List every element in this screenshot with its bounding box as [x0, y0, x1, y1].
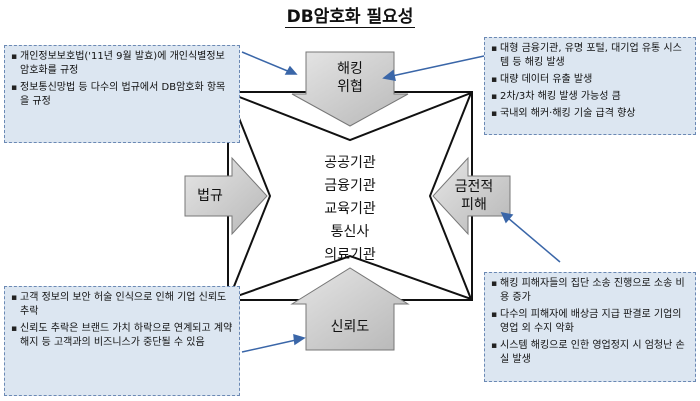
arrow-label-trust: 신뢰도: [330, 319, 370, 335]
center-institutions: 공공기관 금융기관 교육기관 통신사 의료기관: [270, 152, 430, 267]
box-financial-damage: 해킹 피해자들의 집단 소송 진행으로 소송 비용 증가 다수의 피해자에 배상…: [484, 272, 696, 382]
box-item: 개인정보보호법('11년 9월 발효)에 개인식별정보 암호화를 규정: [11, 50, 234, 78]
box-item: 신뢰도 추락은 브랜드 가치 하락으로 연계되고 계약 해지 등 고객과의 비즈…: [11, 322, 234, 350]
connector-bottom-right-head: [500, 211, 514, 224]
arrow-label-regulation: 법규: [197, 188, 223, 204]
box-item: 대형 금융기관, 유명 포털, 대기업 유통 시스템 등 해킹 발생: [491, 42, 690, 70]
arrow-top: [291, 51, 409, 127]
box-item: 해킹 피해자들의 집단 소송 진행으로 소송 비용 증가: [491, 277, 690, 305]
connector-bottom-right: [507, 217, 561, 263]
center-item: 금융기관: [324, 178, 376, 194]
diagram-title: DB암호화 필요성: [284, 7, 416, 28]
arrow-label-financial-damage: 금전적 피해: [454, 179, 494, 213]
connector-bottom-left-head: [293, 333, 306, 346]
arrow-label-hacking: 해킹 위협: [337, 61, 363, 95]
center-item: 의료기관: [324, 247, 376, 263]
connector-top-left: [241, 51, 291, 73]
center-item: 공공기관: [324, 155, 376, 171]
connector-top-right: [391, 55, 485, 77]
box-item: 대량 데이터 유출 발생: [491, 73, 690, 87]
connector-bottom-left: [241, 339, 297, 353]
center-item: 통신사: [330, 224, 370, 240]
box-item: 시스템 해킹으로 인한 영업정지 시 엄청난 손실 발생: [491, 339, 690, 367]
connector-top-left-head: [284, 65, 298, 75]
box-item: 다수의 피해자에 배상금 지급 판결로 기업의 영업 외 수지 악화: [491, 308, 690, 336]
box-trust: 고객 정보의 보안 허술 인식으로 인해 기업 신뢰도 추락 신뢰도 추락은 브…: [4, 286, 240, 396]
center-shape: [227, 91, 473, 301]
box-regulation: 개인정보보호법('11년 9월 발효)에 개인식별정보 암호화를 규정 정보통신…: [4, 45, 240, 143]
box-item: 2차/3차 해킹 발생 가능성 큼: [491, 90, 690, 104]
box-hacking-threat: 대형 금융기관, 유명 포털, 대기업 유통 시스템 등 해킹 발생 대량 데이…: [484, 37, 696, 135]
center-item: 교육기관: [324, 201, 376, 217]
connector-top-right-head: [382, 69, 396, 81]
box-item: 정보통신망법 등 다수의 법규에서 DB암호화 항목을 규정: [11, 81, 234, 109]
box-item: 국내외 해커·해킹 기술 급격 향상: [491, 107, 690, 121]
box-item: 고객 정보의 보안 허술 인식으로 인해 기업 신뢰도 추락: [11, 291, 234, 319]
arrow-left: [184, 156, 268, 236]
arrow-bottom: [290, 267, 410, 351]
